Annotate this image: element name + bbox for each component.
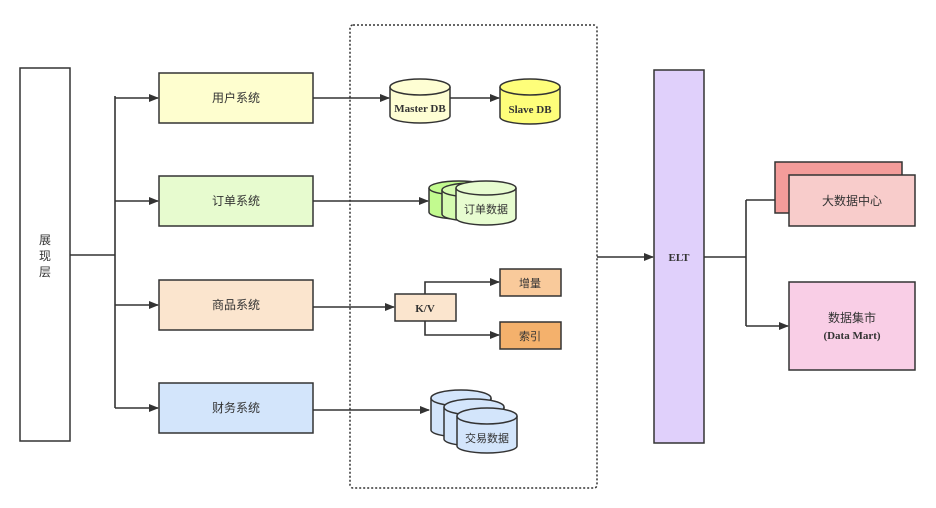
- finance-system-label: 财务系统: [212, 400, 260, 415]
- presentation-to-systems-edges: [70, 94, 159, 412]
- big-data-center-node[interactable]: 大数据中心: [774, 161, 916, 227]
- order-system-label: 订单系统: [212, 194, 260, 208]
- incremental-node[interactable]: 增量: [499, 268, 562, 297]
- system-to-storage-edges: [313, 94, 500, 414]
- order-data-label: 订单数据: [464, 202, 508, 216]
- order-data-node[interactable]: 订单数据: [428, 180, 517, 226]
- incremental-label: 增量: [519, 276, 541, 290]
- presentation-layer-char-2: 现: [39, 249, 51, 263]
- kv-node[interactable]: K/V: [394, 293, 457, 322]
- presentation-layer-char-1: 展: [39, 233, 51, 247]
- finance-system-node[interactable]: 财务系统: [158, 382, 314, 434]
- product-system-node[interactable]: 商品系统: [158, 279, 314, 331]
- presentation-layer-char-3: 层: [39, 265, 51, 279]
- master-db-label: Master DB: [394, 103, 446, 115]
- data-mart-label-line1: 数据集市: [828, 310, 876, 325]
- presentation-layer-node[interactable]: 展 现 层: [19, 67, 71, 442]
- data-mart-label-line2: (Data Mart): [823, 330, 880, 342]
- elt-label: ELT: [668, 252, 690, 264]
- edge-kv-to-index: [424, 321, 500, 339]
- trade-data-label: 交易数据: [465, 431, 509, 445]
- kv-label: K/V: [415, 303, 435, 315]
- slave-db-node[interactable]: Slave DB: [499, 78, 561, 125]
- index-node[interactable]: 索引: [499, 321, 562, 350]
- trade-data-cylinder-front: [456, 407, 518, 454]
- trade-data-node[interactable]: 交易数据: [430, 389, 518, 454]
- elt-to-targets-edges: [704, 196, 789, 330]
- elt-node[interactable]: ELT: [653, 69, 705, 444]
- slave-db-label: Slave DB: [508, 104, 552, 116]
- user-system-label: 用户系统: [212, 90, 260, 105]
- storage-group-container: [349, 24, 598, 489]
- big-data-center-front-card: [788, 174, 916, 227]
- index-label: 索引: [519, 329, 541, 343]
- product-system-label: 商品系统: [212, 297, 260, 312]
- edge-kv-to-incremental: [424, 278, 500, 294]
- user-system-node[interactable]: 用户系统: [158, 72, 314, 124]
- master-db-node[interactable]: Master DB: [389, 78, 451, 124]
- big-data-center-label: 大数据中心: [822, 193, 882, 208]
- order-data-cylinder-front: [455, 180, 517, 226]
- order-system-node[interactable]: 订单系统: [158, 175, 314, 227]
- data-mart-node[interactable]: 数据集市 (Data Mart): [788, 281, 916, 371]
